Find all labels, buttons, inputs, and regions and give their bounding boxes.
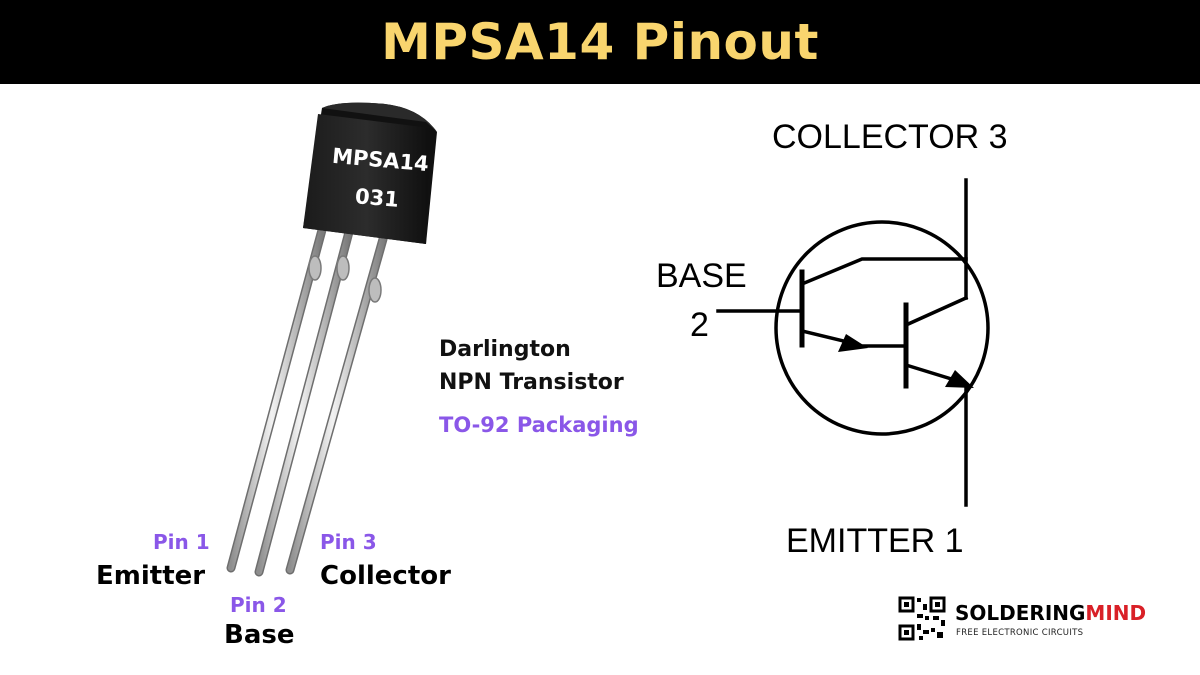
schematic-collector-label: COLLECTOR 3: [772, 118, 1008, 156]
brand-name-part2: MIND: [1085, 601, 1147, 625]
pin-1-number: Pin 1: [153, 530, 210, 554]
pin-3-number: Pin 3: [320, 530, 377, 554]
schematic-base-number: 2: [690, 306, 709, 344]
pin-3-name: Collector: [320, 561, 451, 591]
q1-emitter-arrow: [838, 334, 868, 352]
description-line-2: NPN Transistor: [439, 370, 624, 395]
page-title: MPSA14 Pinout: [381, 13, 819, 71]
q2-emitter-arrow: [945, 370, 974, 388]
pin-2-number: Pin 2: [230, 593, 287, 617]
q1-collector-path: [799, 257, 968, 287]
pin-1-name: Emitter: [96, 561, 206, 591]
schematic-emitter-label: EMITTER 1: [786, 522, 964, 560]
package-type: TO-92 Packaging: [439, 413, 639, 437]
qr-code-icon: [898, 596, 946, 641]
title-bar: MPSA14 Pinout: [0, 0, 1200, 84]
schematic-envelope-circle: [774, 220, 990, 436]
to92-package-body: [303, 102, 437, 245]
brand-logo: SOLDERINGMIND: [955, 601, 1146, 625]
package-marking-code: 031: [354, 184, 400, 212]
q2-collector-line: [903, 295, 969, 328]
description-line-1: Darlington: [439, 337, 571, 362]
darlington-schematic: [716, 178, 990, 507]
transistor-leads: [226, 225, 390, 577]
pin-2-name: Base: [224, 620, 295, 650]
brand-name-part1: SOLDERING: [955, 601, 1086, 625]
schematic-base-label: BASE: [656, 257, 747, 295]
brand-tagline: FREE ELECTRONIC CIRCUITS: [956, 628, 1084, 638]
q2-emitter-line: [903, 362, 961, 384]
